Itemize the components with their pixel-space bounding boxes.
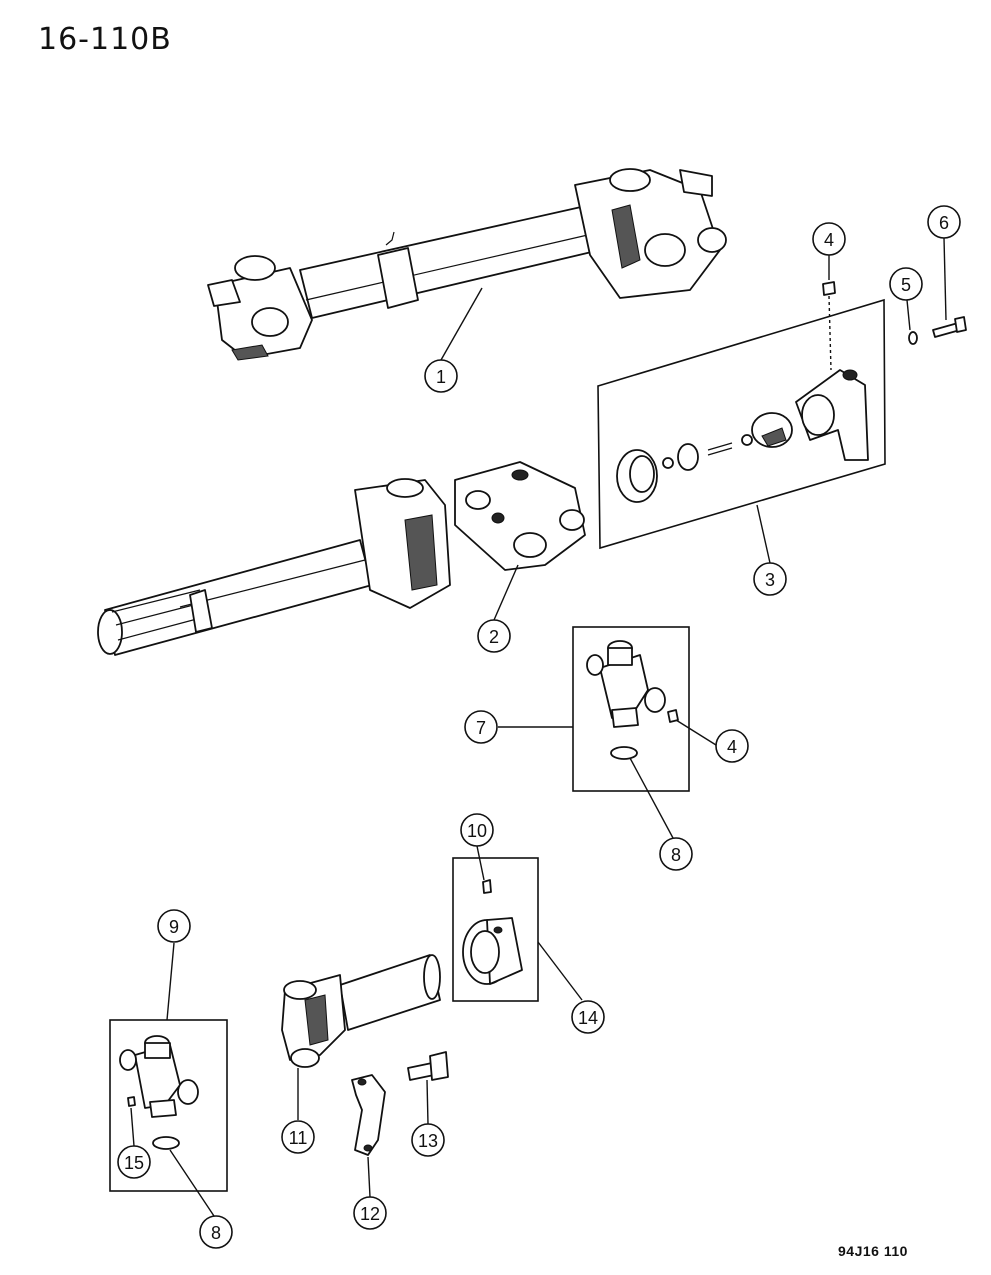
svg-text:11: 11 xyxy=(289,1128,308,1148)
svg-text:1: 1 xyxy=(436,367,446,387)
svg-text:8: 8 xyxy=(671,845,681,865)
callout-3: 3 xyxy=(753,562,787,596)
svg-text:4: 4 xyxy=(727,737,737,757)
axle-shaft-assembly-upper xyxy=(207,168,727,361)
callout-9: 9 xyxy=(157,909,191,943)
callout-4-middle: 4 xyxy=(715,729,749,763)
callout-6: 6 xyxy=(927,205,961,239)
callout-2: 2 xyxy=(477,619,511,653)
svg-text:3: 3 xyxy=(765,570,775,590)
universal-joint-kit-box-lower xyxy=(109,1019,228,1192)
svg-text:6: 6 xyxy=(939,213,949,233)
callout-5: 5 xyxy=(889,267,923,301)
callout-14: 14 xyxy=(571,1000,605,1034)
callout-15: 15 xyxy=(117,1145,151,1179)
callout-7: 7 xyxy=(464,710,498,744)
callout-10: 10 xyxy=(460,813,494,847)
callout-11: 11 xyxy=(281,1120,315,1154)
svg-text:10: 10 xyxy=(467,821,487,841)
bolt-top xyxy=(932,316,967,338)
bearing-collar-box xyxy=(452,857,539,1002)
callout-8-bottom: 8 xyxy=(199,1215,233,1249)
svg-text:9: 9 xyxy=(169,917,179,937)
callout-8-middle: 8 xyxy=(659,837,693,871)
svg-text:13: 13 xyxy=(418,1131,438,1151)
callout-13: 13 xyxy=(411,1123,445,1157)
u-bolt-strap xyxy=(351,1074,386,1156)
svg-text:2: 2 xyxy=(489,627,499,647)
slip-yoke xyxy=(281,954,441,1068)
svg-text:5: 5 xyxy=(901,275,911,295)
page-code: 16-110B xyxy=(38,22,172,57)
repair-kit-box xyxy=(597,298,886,550)
leader-lines xyxy=(130,237,947,1217)
double-cardan-yoke xyxy=(454,461,586,571)
callout-12: 12 xyxy=(353,1196,387,1230)
grease-fitting-top xyxy=(822,281,836,371)
svg-text:12: 12 xyxy=(360,1204,380,1224)
svg-text:4: 4 xyxy=(824,230,834,250)
svg-text:7: 7 xyxy=(476,718,486,738)
universal-joint-kit-box xyxy=(572,626,690,792)
callout-4-top: 4 xyxy=(812,222,846,256)
callout-1: 1 xyxy=(424,359,458,393)
svg-text:15: 15 xyxy=(124,1153,144,1173)
strap-bolt xyxy=(407,1051,449,1081)
svg-text:14: 14 xyxy=(578,1008,598,1028)
washer xyxy=(908,331,918,345)
drawing-code: 94J16 110 xyxy=(838,1243,908,1259)
svg-text:8: 8 xyxy=(211,1223,221,1243)
axle-shaft-lower xyxy=(97,478,451,656)
